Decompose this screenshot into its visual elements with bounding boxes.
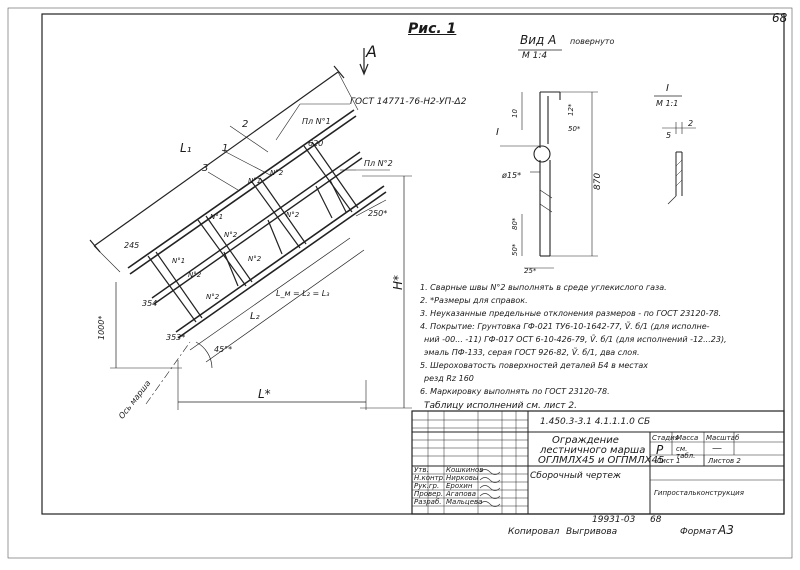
copied-label: Копировал [508,527,560,537]
signer-name: Ерохин [446,482,473,490]
note-3: 3. Неуказанные предельные отклонения раз… [420,309,722,318]
note-5a: 5. Шероховатость поверхностей деталей Б4… [420,361,648,370]
stair-railing-drawing [89,48,412,410]
weld-gost-label: ГОСТ 14771-76-Н2-УП-Δ2 [350,97,467,107]
view-a-dim-25: 25* [524,267,537,275]
pos-3-label: 3 [202,163,209,174]
page-number: 68 [772,11,788,25]
signer-role: Утв. [414,466,429,474]
view-a-drawing [500,49,598,269]
dim-353: 353* [166,333,186,342]
stage-header: Стадия [652,434,679,442]
pl1-label: Пл N°1 [302,117,331,126]
dim-245: 245 [124,241,140,250]
view-a-subtitle: повернуто [570,37,615,46]
view-a-dim-12: 12* [567,103,575,116]
section-i-dim-5: 5 [666,131,672,140]
scale-header: Масштаб [706,434,740,442]
view-a-dim-50-top: 50* [568,125,581,133]
note-2: 2. *Размеры для справок. [420,296,528,305]
doc-title-2: лестничного марша [540,445,646,456]
doc-title-1: Ограждение [552,435,619,446]
dim-1000: 1000* [97,315,106,340]
note-4a: 4. Покрытие: Грунтовка ГФ-021 ТУ6-10-164… [420,322,710,331]
weld-n2-c: N°2 [286,211,300,219]
weld-n2-b: N°2 [224,231,238,239]
section-i-dim-2: 2 [688,119,694,128]
doc-title-4: Сборочный чертеж [530,471,622,481]
view-a-scale: М 1:4 [522,51,548,61]
note-6: 6. Маркировку выполнять по ГОСТ 23120-78… [420,387,610,396]
pos-2-label: 2 [242,119,249,130]
outer-frame [7,7,793,559]
weld-n2-a: N°2 [270,169,284,177]
signature-marks [479,469,501,507]
section-i-title: I [666,83,669,94]
scale-value: — [712,443,722,454]
weld-n2-e: N°2 [188,271,202,279]
signer-name: Агапова [446,490,477,498]
dim-620: 620 [308,139,324,148]
footer-sheet-number: 68 [650,515,662,525]
format-value: А3 [718,523,734,537]
signer-role: Н.контр. [414,474,446,482]
copier-name: Выгривова [566,527,618,537]
signer-role: Рук.гр. [414,482,440,490]
format-label: Формат [680,527,717,537]
signer-role: Разраб. [414,498,442,506]
view-a-dim-870: 870 [593,172,603,190]
figure-title: Рис. 1 [408,21,457,37]
doc-code: 1.450.3-3.1 4.1.1.1.0 СБ [540,417,651,427]
sheets-label: Листов 2 [708,457,741,465]
view-a-section-mark: I [496,127,499,138]
weld-n1-c: N°1 [172,257,186,265]
signer-name: Нирковы [446,474,479,482]
section-i-scale: М 1:1 [656,99,679,108]
signer-name: Кошкинов [446,466,484,474]
signer-name: Мальцева [446,498,483,506]
mass-value: см. табл. [676,445,696,460]
stage-value: Р [656,443,664,457]
note-4c: эмаль ПФ-133, серая ГОСТ 926-82, Ṽ. б/1,… [424,348,640,357]
note-4b: ний -00... -11) ГФ-017 ОСТ 6-10-426-79, … [424,335,727,344]
view-a-phi15: ø15* [502,171,522,180]
view-a-dim-50-bottom: 50* [511,243,519,256]
dim-354: 354 [142,299,158,308]
section-i-drawing [654,95,696,205]
organization: Гипростальконструкция [654,489,744,497]
pos-1-label: 1 [222,143,229,154]
view-a-dim-10: 10 [511,109,519,118]
note-1: 1. Сварные швы N°2 выполнять в среде угл… [420,283,667,292]
l1-label: L₁ [180,141,192,155]
inventory-number: 19931-03 [592,515,636,525]
dim-250: 250* [368,209,388,218]
mass-header: Масса [676,434,699,442]
l2-label: L₂ [250,311,260,322]
lm-label: L_м = L₂ = L₃ [276,289,330,298]
table-note: Таблицу исполнений см. лист 2. [424,401,577,411]
signer-role: Провер. [414,490,444,498]
weld-n2-f: N°2 [206,293,220,301]
doc-title-3: ОГЛМЛХ45 и ОГПМЛХ45 [538,455,665,466]
weld-n2-d: N°2 [248,255,262,263]
weld-n1-a: N°1 [248,177,262,185]
view-a-title: Вид А [520,33,557,47]
note-5b: резд Rz 160 [424,374,474,383]
title-block-grid [411,410,785,515]
pl2-label: Пл N°2 [364,159,393,168]
l-star-label: L* [258,387,271,401]
angle-45: 45°* [214,345,233,354]
view-a-dim-80: 80* [511,217,519,230]
h-star-label: H* [391,274,405,290]
weld-n1-b: N°1 [210,213,224,221]
view-arrow-label: A [366,42,377,61]
sheet-label: Лист 1 [656,457,681,465]
